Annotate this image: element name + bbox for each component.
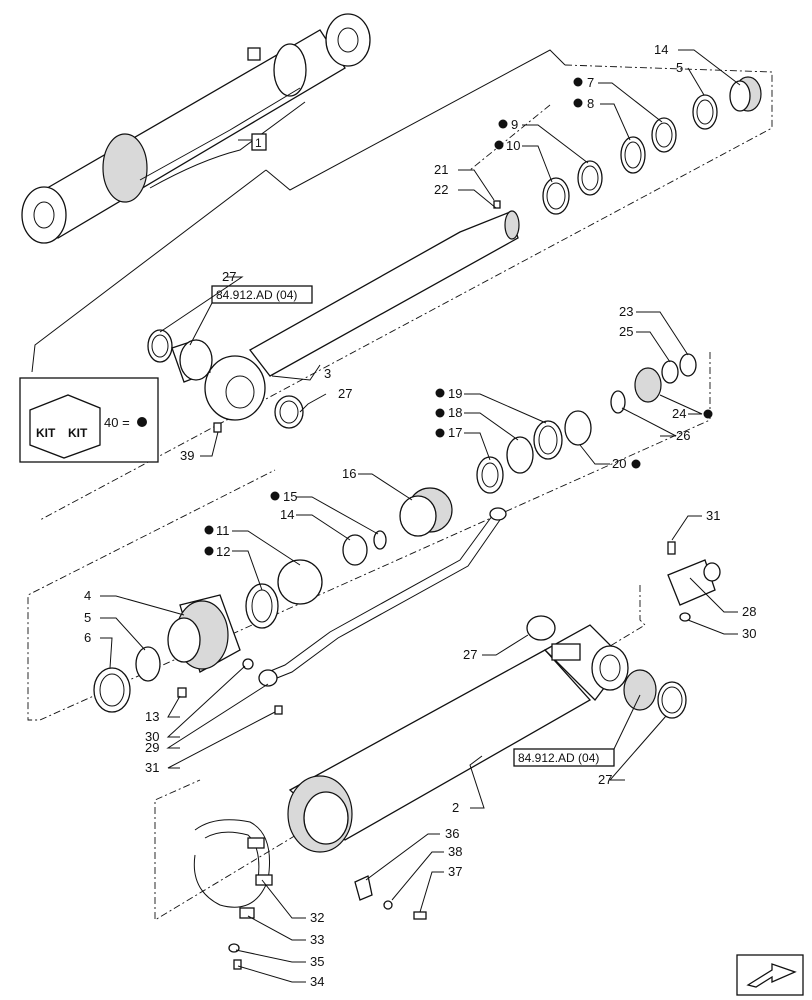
ref-box-top[interactable]: 84.912.AD (04) <box>189 285 313 346</box>
ref-box-bottom[interactable]: 84.912.AD (04) <box>513 694 641 767</box>
label-18: 18 <box>448 405 462 420</box>
label-27-d: 27 <box>598 772 612 787</box>
port-block-28 <box>667 541 721 622</box>
piston-seals <box>342 353 697 566</box>
label-7: 7 <box>587 75 594 90</box>
bullet-12-icon <box>204 546 214 556</box>
bullet-7-icon <box>573 77 583 87</box>
label-23: 23 <box>619 304 633 319</box>
label-20: 20 <box>612 456 626 471</box>
assembly-frames <box>27 64 773 921</box>
kit-bullet-icon <box>137 417 147 427</box>
label-6: 6 <box>84 630 91 645</box>
cylinder-head-4 <box>93 559 323 715</box>
label-22: 22 <box>434 182 448 197</box>
label-19: 19 <box>448 386 462 401</box>
assembled-cylinder-illustration <box>21 13 371 244</box>
rod-seals-top <box>542 76 762 215</box>
bullet-17-icon <box>435 428 445 438</box>
label-38: 38 <box>448 844 462 859</box>
ref-label-top: 84.912.AD (04) <box>216 288 297 302</box>
next-page-arrow-button[interactable] <box>736 954 804 996</box>
bullet-18-icon <box>435 408 445 418</box>
kit-bullets <box>204 77 713 556</box>
kit-icon-label-left: KIT <box>36 426 56 440</box>
label-34: 34 <box>310 974 324 989</box>
label-5-top: 5 <box>676 60 683 75</box>
label-26: 26 <box>676 428 690 443</box>
label-31-right: 31 <box>706 508 720 523</box>
label-31-left: 31 <box>145 760 159 775</box>
label-9: 9 <box>511 117 518 132</box>
cylinder-tube-2 <box>287 615 687 853</box>
label-39: 39 <box>180 448 194 463</box>
label-24: 24 <box>672 406 686 421</box>
label-17: 17 <box>448 425 462 440</box>
label-13: 13 <box>145 709 159 724</box>
label-1: 1 <box>255 136 262 150</box>
kit-legend-text: 40 = <box>104 415 130 430</box>
part-number-labels: 14 5 7 8 9 10 21 22 27 3 27 39 23 25 24 … <box>84 42 756 989</box>
label-8: 8 <box>587 96 594 111</box>
label-25: 25 <box>619 324 633 339</box>
label-37: 37 <box>448 864 462 879</box>
leader-lines <box>100 49 741 983</box>
label-11: 11 <box>216 523 230 538</box>
label-21: 21 <box>434 162 448 177</box>
bullet-20-icon <box>631 459 641 469</box>
bullet-8-icon <box>573 98 583 108</box>
label-3: 3 <box>324 366 331 381</box>
hydraulic-pipe <box>258 507 507 687</box>
label-4: 4 <box>84 588 91 603</box>
bullet-19-icon <box>435 388 445 398</box>
eye-bushings <box>147 329 304 433</box>
callout-1[interactable]: 1 <box>31 49 566 373</box>
label-29: 29 <box>145 740 159 755</box>
label-30-right: 30 <box>742 626 756 641</box>
bullet-11-icon <box>204 525 214 535</box>
label-28: 28 <box>742 604 756 619</box>
piston-rod-3 <box>204 200 520 421</box>
bullet-10-icon <box>494 140 504 150</box>
label-2: 2 <box>452 800 459 815</box>
label-27-c: 27 <box>463 647 477 662</box>
bullet-24-icon <box>703 409 713 419</box>
bullet-15-icon <box>270 491 280 501</box>
label-27-b: 27 <box>338 386 352 401</box>
label-27-a: 27 <box>222 269 236 284</box>
kit-icon-label-right: KIT <box>68 426 88 440</box>
label-33: 33 <box>310 932 324 947</box>
label-35: 35 <box>310 954 324 969</box>
label-12: 12 <box>216 544 230 559</box>
label-10: 10 <box>506 138 520 153</box>
label-14-top: 14 <box>654 42 668 57</box>
kit-legend-box: KIT KIT 40 = <box>19 377 159 463</box>
bullet-9-icon <box>498 119 508 129</box>
ref-label-bottom: 84.912.AD (04) <box>518 751 599 765</box>
label-16: 16 <box>342 466 356 481</box>
clamp-32 <box>193 819 427 970</box>
label-36: 36 <box>445 826 459 841</box>
arrow-icon <box>746 963 797 988</box>
label-15: 15 <box>283 489 297 504</box>
label-14-mid: 14 <box>280 507 294 522</box>
label-32: 32 <box>310 910 324 925</box>
label-5-mid: 5 <box>84 610 91 625</box>
label-30-left: 30 <box>145 729 159 744</box>
